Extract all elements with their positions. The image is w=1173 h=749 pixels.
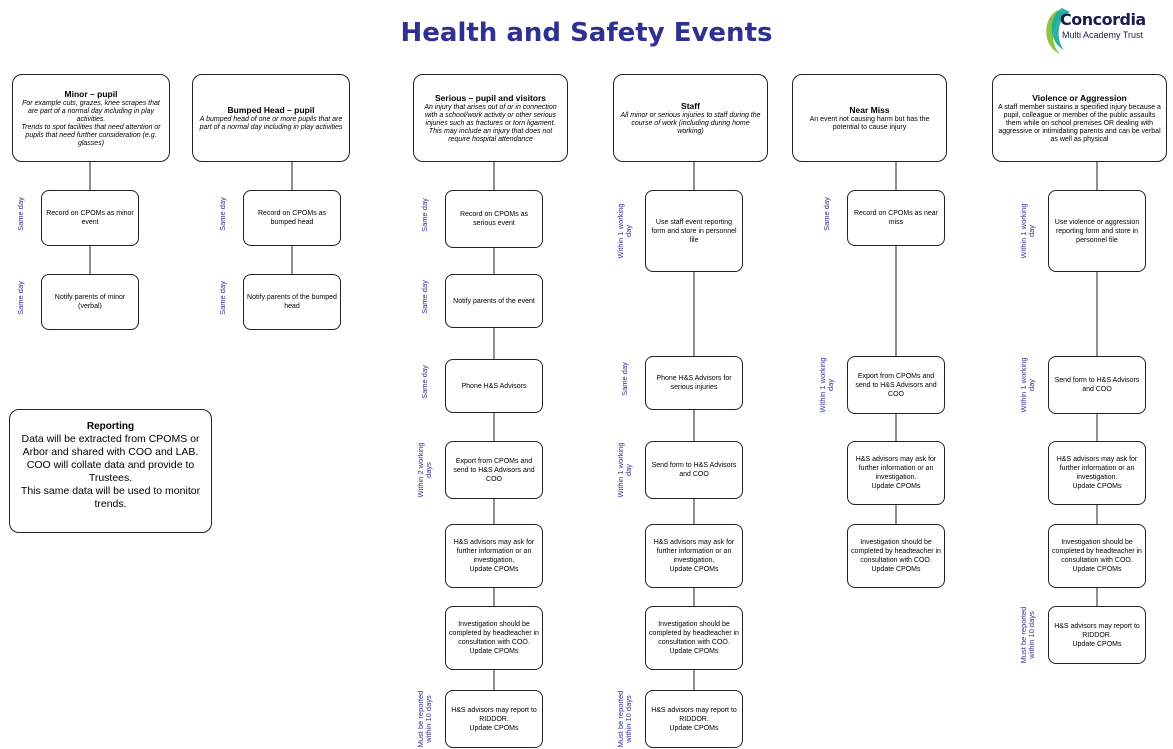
timeframe-label: Within 1 working day [1019,203,1036,259]
timeframe-label: Same day [218,281,227,315]
step-box: Record on CPOMs as serious event [445,190,543,248]
step-text: H&S advisors may ask for further informa… [855,456,937,490]
timeframe-label: Within 1 working day [616,203,633,259]
step-text: H&S advisors may report to RIDDOR. Updat… [451,706,537,732]
step-box: Investigation should be completed by hea… [645,606,743,670]
step-text: H&S advisors may ask for further informa… [453,539,535,573]
timeframe-label: Same day [218,197,227,231]
step-text: Record on CPOMs as minor event [46,210,134,226]
step-box: Investigation should be completed by hea… [1048,524,1146,588]
reporting-title: Reporting [86,421,135,432]
concordia-logo [1046,8,1070,54]
step-box: Export from CPOMs and send to H&S Adviso… [445,441,543,499]
step-text: Send form to H&S Advisors and COO [1054,377,1140,393]
timeframe-label: Same day [822,197,831,231]
step-text: Investigation should be completed by hea… [449,621,539,655]
header-title: Serious – pupil and visitors [435,92,546,103]
step-box: H&S advisors may report to RIDDOR. Updat… [645,690,743,748]
header-title: Staff [681,100,700,111]
timeframe-label: Same day [16,281,25,315]
step-box: H&S advisors may report to RIDDOR. Updat… [445,690,543,748]
step-box: Record on CPOMs as near miss [847,190,945,246]
header-description: All minor or serious injuries to staff d… [620,111,761,135]
timeframe-label: Must be reported within 10 days [616,690,633,748]
step-box: H&S advisors may ask for further informa… [1048,441,1146,505]
header-title: Minor – pupil [64,88,118,99]
timeframe-label: Within 1 working day [818,357,835,413]
step-text: Export from CPOMs and send to H&S Adviso… [453,457,535,483]
logo-name: Concordia [1060,10,1146,29]
step-box: Notify parents of the bumped head [243,274,341,330]
step-box: Export from CPOMs and send to H&S Adviso… [847,356,945,414]
step-box: Notify parents of the event [445,274,543,328]
timeframe-label: Same day [420,198,429,232]
step-text: Investigation should be completed by hea… [1052,539,1142,573]
step-text: H&S advisors may ask for further informa… [1056,456,1138,490]
header-description: A bumped head of one or more pupils that… [199,115,343,131]
step-text: Record on CPOMs as serious event [459,211,529,227]
header-title: Violence or Aggression [1032,92,1127,103]
step-box: Use staff event reporting form and store… [645,190,743,272]
page-title: Health and Safety Events [400,18,773,48]
step-text: Phone H&S Advisors [461,382,527,390]
step-box: Use violence or aggression reporting for… [1048,190,1146,272]
timeframe-label: Must be reported within 10 days [416,690,433,748]
step-box: H&S advisors may ask for further informa… [847,441,945,505]
step-text: Phone H&S Advisors for serious injuries [656,375,732,391]
logo-subtitle: Multi Academy Trust [1062,30,1144,40]
step-box: H&S advisors may ask for further informa… [645,524,743,588]
timeframe-label: Within 2 working days [416,442,433,498]
step-text: Use staff event reporting form and store… [651,218,737,244]
step-text: Notify parents of the event [453,297,535,305]
header-title: Near Miss [849,104,890,115]
step-text: Investigation should be completed by hea… [649,621,739,655]
step-text: Notify parents of minor (verbal) [54,294,126,310]
header-description: An event not causing harm but has the po… [809,115,930,131]
timeframe-label: Within 1 working day [1019,357,1036,413]
header-description: An injury that arises out of or in conne… [424,103,557,143]
step-text: Send form to H&S Advisors and COO [651,462,737,478]
step-text: H&S advisors may report to RIDDOR. Updat… [651,706,737,732]
step-text: Notify parents of the bumped head [247,294,337,310]
timeframe-label: Same day [16,197,25,231]
step-box: Record on CPOMs as bumped head [243,190,341,246]
step-box: H&S advisors may report to RIDDOR. Updat… [1048,606,1146,664]
step-text: H&S advisors may ask for further informa… [653,539,735,573]
step-text: Export from CPOMs and send to H&S Adviso… [855,372,937,398]
header-title: Bumped Head – pupil [227,104,315,115]
timeframe-label: Same day [420,365,429,399]
step-box: Investigation should be completed by hea… [847,524,945,588]
header-description: A staff member sustains a specified inju… [998,103,1161,143]
step-text: H&S advisors may report to RIDDOR. Updat… [1054,622,1140,648]
reporting-text: Data will be extracted from CPOMS or Arb… [20,433,201,510]
step-box: Send form to H&S Advisors and COO [645,441,743,499]
timeframe-label: Must be reported within 10 days [1019,606,1036,664]
timeframe-label: Same day [420,280,429,314]
step-text: Record on CPOMs as near miss [853,210,939,226]
step-box: Send form to H&S Advisors and COO [1048,356,1146,414]
timeframe-label: Within 1 working day [616,442,633,498]
step-text: Use violence or aggression reporting for… [1054,218,1140,244]
step-box: Notify parents of minor (verbal) [41,274,139,330]
step-box: Record on CPOMs as minor event [41,190,139,246]
step-text: Record on CPOMs as bumped head [257,210,327,226]
step-box: Phone H&S Advisors for serious injuries [645,356,743,410]
header-description: For example cuts, grazes, knee scrapes t… [21,99,161,147]
step-text: Investigation should be completed by hea… [851,539,941,573]
reporting-box: Reporting Data will be extracted from CP… [9,409,212,533]
step-box: Investigation should be completed by hea… [445,606,543,670]
timeframe-label: Same day [620,362,629,396]
step-box: H&S advisors may ask for further informa… [445,524,543,588]
step-box: Phone H&S Advisors [445,359,543,413]
